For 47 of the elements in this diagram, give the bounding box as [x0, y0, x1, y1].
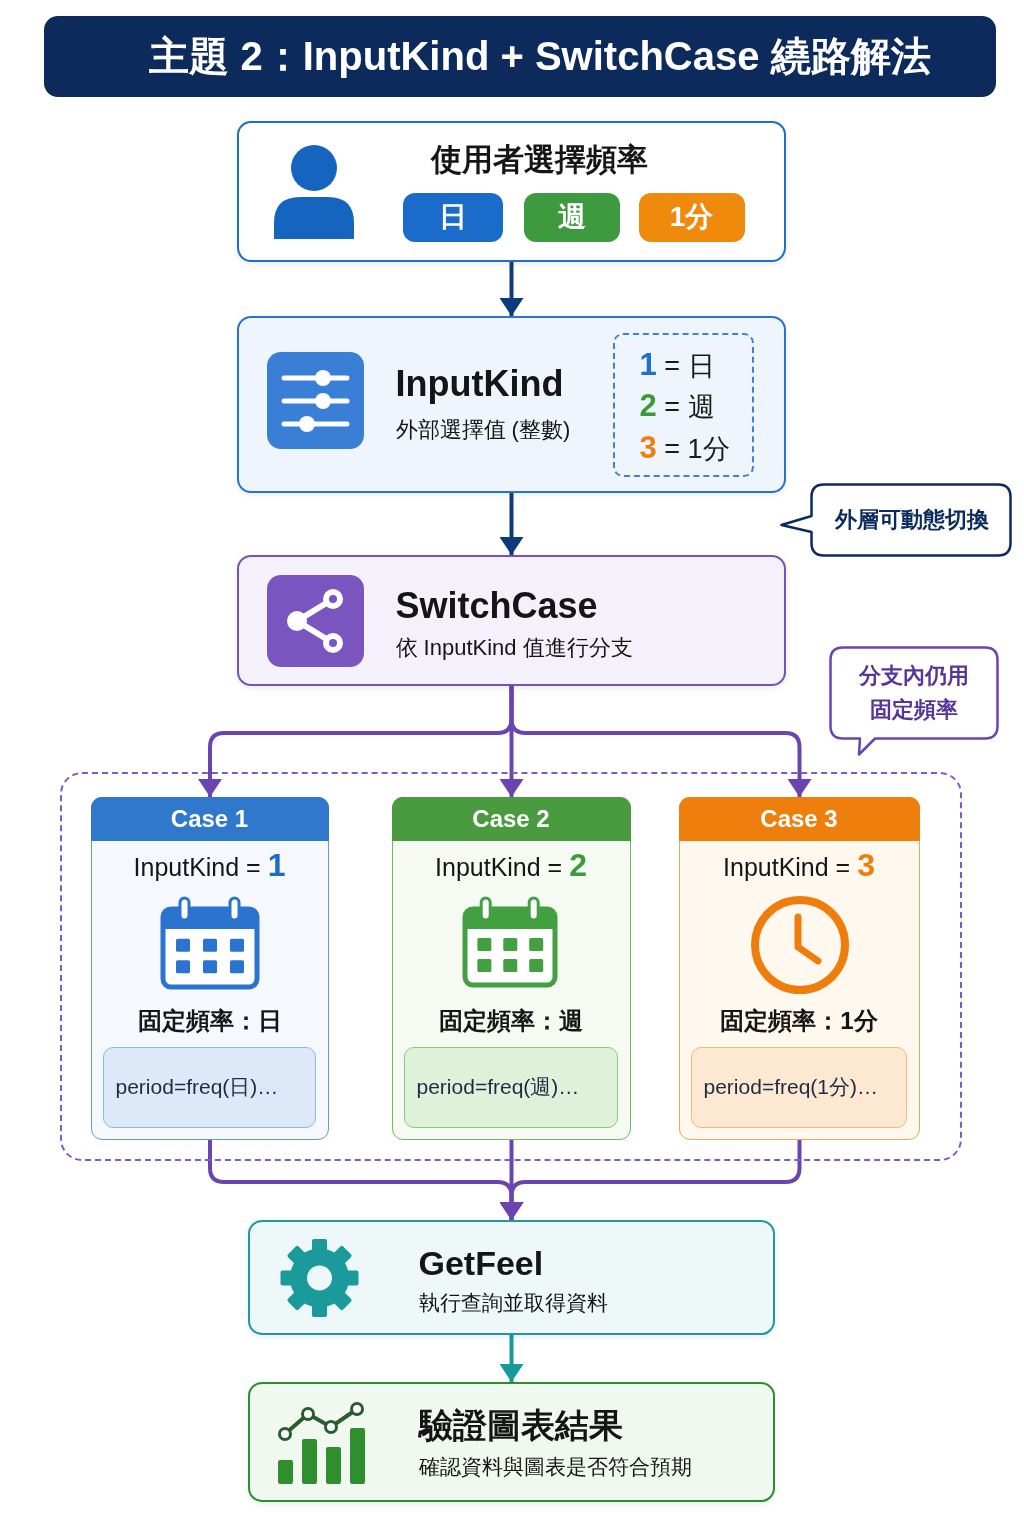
box-subtitle: 確認資料與圖表是否符合預期	[418, 1453, 692, 1480]
box-subtitle: 執行查詢並取得資料	[418, 1289, 608, 1316]
arrow	[499, 493, 524, 555]
step-box	[248, 1220, 775, 1335]
code-snippet-box: period=freq(1分)…	[690, 1046, 907, 1128]
box-heading: SwitchCase	[395, 583, 598, 627]
case-card	[679, 797, 920, 1140]
arrow	[499, 1140, 802, 1220]
callout-bubble	[780, 483, 1012, 557]
input-panel	[237, 121, 786, 262]
callout-bubble	[829, 646, 999, 756]
box-subtitle: 外部選擇值 (整數)	[395, 415, 571, 444]
condition-text: InputKind = 3	[723, 845, 875, 885]
step-box	[237, 316, 786, 493]
box-heading: GetFeel	[418, 1242, 544, 1284]
option-chip: 週	[523, 192, 620, 242]
box-heading: 驗證圖表結果	[418, 1404, 623, 1446]
title-banner: 主題 2：InputKind + SwitchCase 繞路解法	[44, 16, 996, 97]
frequency-label: 固定頻率：週	[439, 1005, 583, 1036]
case-header: Case 1	[90, 796, 329, 841]
step-box	[237, 555, 786, 686]
case-header: Case 3	[678, 796, 920, 841]
condition-text: InputKind = 1	[133, 845, 286, 885]
callout-text: 分支內仍用固定頻率	[858, 661, 970, 724]
case-header: Case 2	[391, 796, 631, 841]
arrow	[509, 686, 812, 797]
code-snippet-box: period=freq(週)…	[403, 1046, 618, 1128]
mapping-line: 1 = 日	[639, 345, 715, 384]
mapping-line: 2 = 週	[639, 386, 715, 425]
frequency-label: 固定頻率：1分	[720, 1005, 878, 1036]
condition-text: InputKind = 2	[435, 845, 587, 885]
box-subtitle: 依 InputKind 值進行分支	[395, 633, 633, 662]
frequency-label: 固定頻率：日	[137, 1005, 282, 1036]
box-heading: InputKind	[395, 361, 564, 405]
callout-text: 外層可動態切換	[834, 506, 989, 534]
arrow	[499, 262, 524, 316]
option-chip: 1分	[638, 192, 745, 242]
code-snippet-box: period=freq(日)…	[102, 1046, 316, 1128]
box-heading: 使用者選擇頻率	[431, 140, 648, 179]
option-chip: 日	[402, 192, 503, 242]
arrow	[499, 1335, 524, 1382]
group-frame	[60, 772, 962, 1161]
step-box	[248, 1382, 775, 1502]
case-card	[91, 797, 329, 1140]
case-card	[392, 797, 631, 1140]
mapping-line: 3 = 1分	[639, 428, 730, 467]
mapping-box	[612, 332, 754, 477]
